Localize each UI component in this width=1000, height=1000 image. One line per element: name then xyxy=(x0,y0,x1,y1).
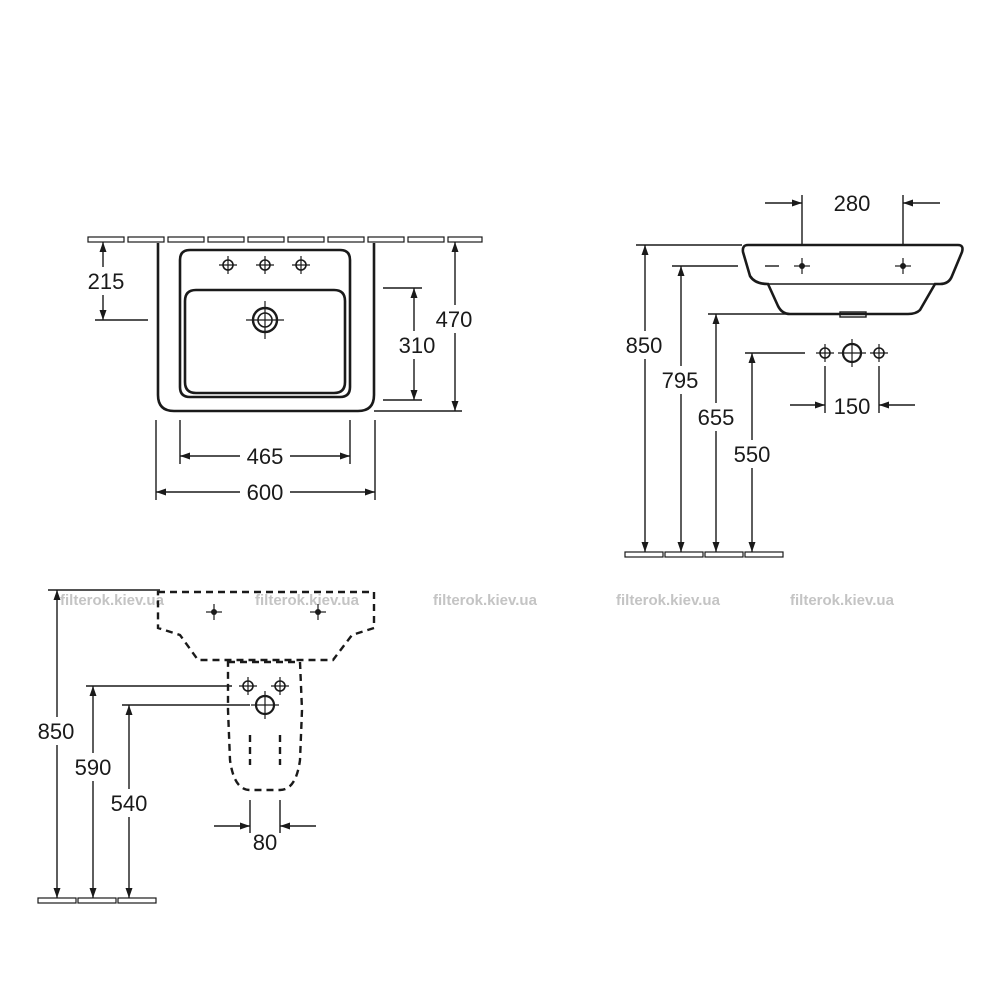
dimension-310: 310 xyxy=(383,287,438,401)
dimension-215: 215 xyxy=(80,242,148,321)
dimension-470: 470 xyxy=(374,242,477,412)
basin-bowl xyxy=(183,288,347,395)
dimension-550: 550 xyxy=(728,352,805,552)
dimension-600: 600 xyxy=(155,420,376,506)
dimension-795: 795 xyxy=(656,265,738,552)
basin-hidden-outline xyxy=(156,590,376,662)
dim-label: 465 xyxy=(247,444,284,469)
drain-icon xyxy=(251,691,279,719)
dim-label: 850 xyxy=(38,719,75,744)
dim-label: 590 xyxy=(75,755,112,780)
dim-label: 150 xyxy=(834,394,871,419)
dim-label: 540 xyxy=(111,791,148,816)
drain-icon xyxy=(246,301,284,339)
dimension-465: 465 xyxy=(179,420,351,470)
watermark-text: filterok.kiev.ua xyxy=(60,592,165,609)
dim-label: 795 xyxy=(662,368,699,393)
watermark-text: filterok.kiev.ua xyxy=(790,592,895,609)
tap-hole-icon xyxy=(815,343,835,363)
tap-hole-icon xyxy=(270,676,290,696)
watermark-row: filterok.kiev.ua filterok.kiev.ua filter… xyxy=(60,592,895,609)
dim-label: 655 xyxy=(698,405,735,430)
dim-label: 215 xyxy=(88,269,125,294)
dim-label: 80 xyxy=(253,830,277,855)
tap-hole-icon xyxy=(205,603,223,621)
drain-icon xyxy=(838,339,866,367)
tap-hole-icon xyxy=(869,343,889,363)
tap-hole-icon xyxy=(793,257,811,275)
dimension-850: 850 xyxy=(32,589,160,898)
dimension-150: 150 xyxy=(790,366,915,419)
dim-label: 310 xyxy=(399,333,436,358)
floor-line xyxy=(37,897,157,904)
tap-hole-icon xyxy=(894,257,912,275)
tap-hole-icon xyxy=(255,255,275,275)
basin-outline xyxy=(156,243,376,413)
basin-profile xyxy=(741,243,964,316)
dimension-540: 540 xyxy=(105,704,250,898)
dim-label: 600 xyxy=(247,480,284,505)
dimension-280: 280 xyxy=(765,191,940,245)
tap-hole-icon xyxy=(218,255,238,275)
dim-label: 550 xyxy=(734,442,771,467)
pedestal-hidden-outline xyxy=(226,660,304,792)
floor-line xyxy=(624,551,784,558)
dim-label: 850 xyxy=(626,333,663,358)
watermark-text: filterok.kiev.ua xyxy=(433,592,538,609)
dimension-80: 80 xyxy=(214,800,316,855)
dim-label: 280 xyxy=(834,191,871,216)
watermark-text: filterok.kiev.ua xyxy=(255,592,360,609)
watermark-text: filterok.kiev.ua xyxy=(616,592,721,609)
top-view: 215 310 470 465 xyxy=(80,236,483,506)
dimension-850: 850 xyxy=(620,244,742,552)
front-view: 850 590 540 80 xyxy=(32,589,376,904)
tap-hole-icon xyxy=(238,676,258,696)
dim-label: 470 xyxy=(436,307,473,332)
dimension-655: 655 xyxy=(692,313,790,552)
basin-inner-rim xyxy=(178,248,352,399)
dimension-590: 590 xyxy=(69,685,232,898)
tap-hole-icon xyxy=(291,255,311,275)
side-view: 280 850 795 655 xyxy=(620,191,964,558)
wall-line xyxy=(87,236,483,243)
